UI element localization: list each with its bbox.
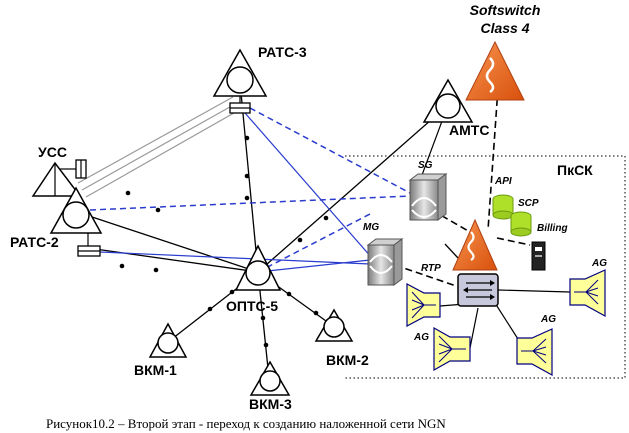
api-label: API xyxy=(494,176,512,187)
rats2-node: РАТС-2 xyxy=(10,186,103,257)
pksk-boundary xyxy=(345,155,626,379)
rats2-label: РАТС-2 xyxy=(10,234,59,250)
pksk-label: ПкСК xyxy=(557,162,593,178)
blue-solid-links xyxy=(99,112,373,273)
ip-router: RTP xyxy=(421,263,499,307)
sg-label: SG xyxy=(418,160,433,171)
billing-label: Billing xyxy=(537,223,568,234)
uss-node: УСС xyxy=(31,144,87,197)
scp-database: SCP xyxy=(510,198,539,237)
amts-label: АМТС xyxy=(449,122,489,138)
rtp-label: RTP xyxy=(421,263,441,274)
ag-left-label: AG xyxy=(413,332,429,343)
link-dots xyxy=(119,135,329,348)
billing-server: Billing xyxy=(531,223,568,271)
blue-dashed-links xyxy=(89,107,411,273)
vkm3-label: ВКМ-3 xyxy=(249,396,292,412)
vkm2-node: ВКМ-2 xyxy=(314,308,369,368)
uss-label: УСС xyxy=(38,144,67,160)
vkm1-label: ВКМ-1 xyxy=(134,362,177,378)
sg-gateway: SG xyxy=(408,160,448,221)
ag-bottom-label: AG xyxy=(540,314,556,325)
ag-bottom-node: AG xyxy=(516,314,556,377)
ag-lower-left-node: AG xyxy=(413,326,471,372)
trunk-lines-gray xyxy=(77,96,242,198)
vkm1-node: ВКМ-1 xyxy=(134,322,188,378)
ag-right-node: AG xyxy=(569,258,607,318)
rats3-label: РАТС-3 xyxy=(258,44,307,60)
softswitch-label-line1: Softswitch xyxy=(470,2,541,18)
local-softswitch-node xyxy=(452,218,498,271)
scp-label: SCP xyxy=(518,198,539,209)
mg-gateway: MG xyxy=(363,222,404,286)
mg-label: MG xyxy=(363,222,379,233)
api-database: API xyxy=(492,176,514,220)
control-dashed-links xyxy=(394,87,531,289)
figure-caption: Рисунок10.2 – Второй этап - переход к со… xyxy=(46,416,446,431)
softswitch-class4-node: Softswitch Class 4 xyxy=(465,2,541,101)
black-links xyxy=(73,81,459,379)
opts5-node: ОПТС-5 xyxy=(226,244,282,314)
ag-upper-left-node xyxy=(406,283,441,327)
rats3-node: РАТС-3 xyxy=(212,44,307,114)
ag-right-label: AG xyxy=(591,258,607,269)
vkm2-label: ВКМ-2 xyxy=(326,352,369,368)
vkm3-node: ВКМ-3 xyxy=(249,360,292,412)
softswitch-label-line2: Class 4 xyxy=(480,20,529,36)
opts5-label: ОПТС-5 xyxy=(226,298,278,314)
amts-node: АМТС xyxy=(422,78,489,138)
